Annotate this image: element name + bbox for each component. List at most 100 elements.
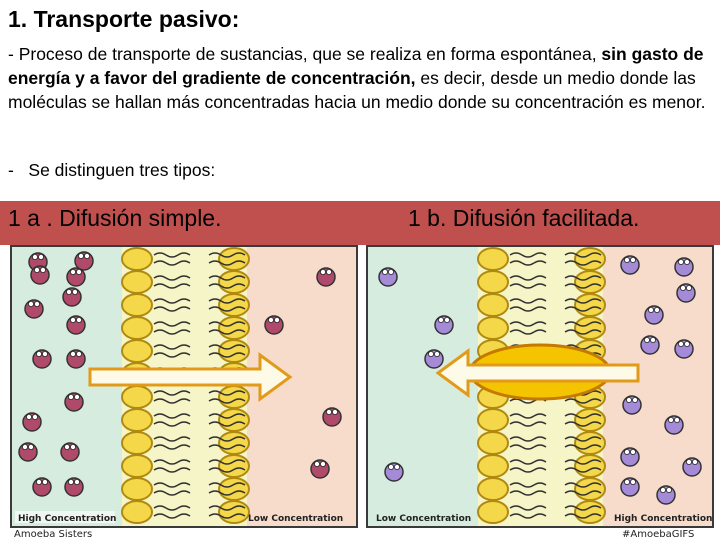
phospholipid-tail (208, 467, 246, 473)
phospholipid-head (477, 247, 509, 271)
phospholipid-head (121, 408, 153, 432)
molecule-icon (74, 251, 94, 271)
phospholipid-head (574, 270, 606, 294)
molecules (378, 255, 702, 505)
phospholipid-tail (509, 490, 547, 496)
facilitated-diffusion-illustration: Low Concentration High Concentration (366, 245, 714, 528)
phospholipid-head (218, 339, 250, 363)
molecule-icon (66, 315, 86, 335)
molecule-icon (322, 407, 342, 427)
molecule-icon (664, 415, 684, 435)
phospholipid-tail (509, 321, 547, 327)
phospholipid-head (218, 316, 250, 340)
section-band (0, 201, 720, 245)
phospholipid-tail (509, 260, 547, 266)
para-part1: Proceso de transporte de sustancias, que… (18, 44, 602, 64)
phospholipid-tail (509, 436, 547, 442)
molecule-icon (620, 477, 640, 497)
simple-diffusion-illustration: High Concentration Low Concentration (10, 245, 358, 528)
phospholipid-head (477, 293, 509, 317)
phospholipid-head (218, 270, 250, 294)
phospholipid-head (574, 316, 606, 340)
phospholipid-tail (153, 467, 191, 473)
molecule-icon (30, 265, 50, 285)
high-concentration-label: High Concentration (18, 514, 116, 524)
phospholipid-head (218, 454, 250, 478)
phospholipid-tail (153, 490, 191, 496)
phospholipid-tail (509, 467, 547, 473)
phospholipid-tail (509, 482, 547, 488)
phospholipid-tail (564, 490, 602, 496)
phospholipid-tail (153, 421, 191, 427)
phospholipid-tail (153, 482, 191, 488)
molecule-icon (66, 267, 86, 287)
phospholipid-tail (153, 444, 191, 450)
phospholipid-tail (153, 413, 191, 419)
phospholipid-tail (509, 444, 547, 450)
phospholipid-tail (208, 505, 246, 511)
definition-paragraph: - Proceso de transporte de sustancias, q… (8, 42, 712, 114)
phospholipid-head (218, 500, 250, 524)
phospholipid-tail (564, 444, 602, 450)
molecule-icon (640, 335, 660, 355)
phospholipid-head (477, 477, 509, 501)
phospholipid-tail (153, 513, 191, 519)
phospholipid-head (218, 408, 250, 432)
phospholipid-head (121, 247, 153, 271)
facilitated-diffusion-svg: Low Concentration High Concentration (368, 247, 712, 526)
phospholipid-head (218, 477, 250, 501)
phospholipid-tail (564, 306, 602, 312)
molecule-icon (64, 392, 84, 412)
molecule-icon (676, 283, 696, 303)
phospholipid-tail (208, 344, 246, 350)
molecule-icon (18, 442, 38, 462)
phospholipid-head (121, 431, 153, 455)
phospholipid-tail (564, 329, 602, 335)
phospholipid-tail (564, 513, 602, 519)
phospholipid-tail (153, 298, 191, 304)
phospholipid-tail (564, 260, 602, 266)
phospholipid-tail (153, 321, 191, 327)
phospholipid-tail (208, 390, 246, 396)
phospholipid-head (574, 454, 606, 478)
simple-diffusion-heading: 1 a . Difusión simple. (8, 205, 222, 231)
molecule-icon (32, 349, 52, 369)
para-bold: sin gasto de energía y a favor del gradi… (8, 44, 704, 88)
phospholipid-tail (208, 329, 246, 335)
para-dash: - (8, 44, 19, 64)
phospholipid-head (574, 500, 606, 524)
credit-amoeba-sisters: Amoeba Sisters (14, 529, 93, 540)
phospholipid-tail (208, 275, 246, 281)
phospholipid-tail (208, 444, 246, 450)
phospholipid-tail (564, 413, 602, 419)
phospholipid-tail (564, 275, 602, 281)
phospholipid-tail (208, 298, 246, 304)
phospholipid-tail (153, 260, 191, 266)
phospholipid-tail (208, 306, 246, 312)
molecule-icon (656, 485, 676, 505)
left-arrow-icon (435, 348, 640, 398)
phospholipid-tail (208, 459, 246, 465)
phospholipid-tail (509, 329, 547, 335)
low-concentration-label: Low Concentration (376, 514, 471, 524)
molecule-icon (310, 459, 330, 479)
credit-amoeba-gifs: #AmoebaGIFS (622, 529, 695, 540)
phospholipid-head (121, 500, 153, 524)
phospholipid-tail (208, 352, 246, 358)
phospholipid-tail (509, 306, 547, 312)
phospholipid-head (477, 408, 509, 432)
phospholipid-tail (509, 298, 547, 304)
phospholipid-tail (564, 459, 602, 465)
molecule-icon (22, 412, 42, 432)
phospholipid-head (121, 385, 153, 409)
phospholipid-head (218, 293, 250, 317)
phospholipid-tail (208, 413, 246, 419)
phospholipid-head (574, 293, 606, 317)
phospholipid-head (574, 477, 606, 501)
molecule-icon (264, 315, 284, 335)
phospholipid-tail (208, 260, 246, 266)
phospholipid-head (121, 477, 153, 501)
phospholipid-tail (509, 413, 547, 419)
phospholipid-tail (509, 513, 547, 519)
molecule-icon (24, 299, 44, 319)
